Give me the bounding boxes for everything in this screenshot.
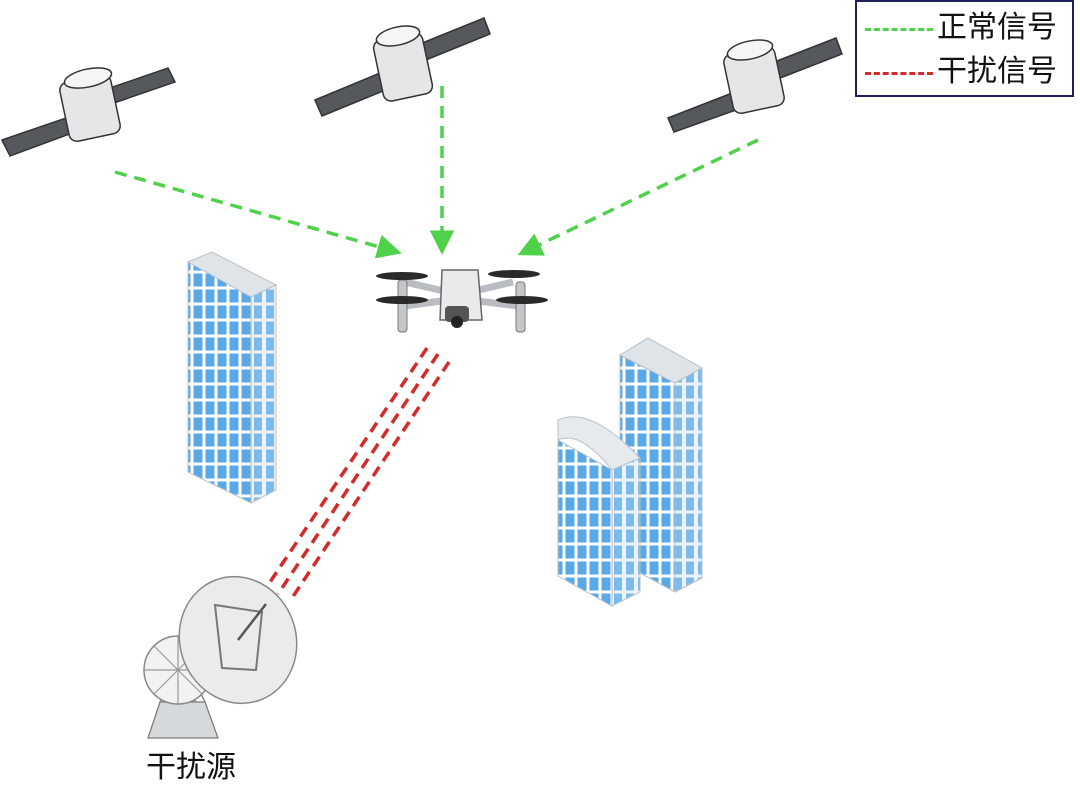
legend-label-normal: 正常信号 — [937, 10, 1057, 45]
jammer-dish — [143, 575, 298, 739]
legend-swatch-normal — [865, 28, 933, 31]
satellite-right — [667, 37, 843, 133]
legend-label-jamming: 干扰信号 — [937, 54, 1057, 89]
jamming-signal-lines — [264, 347, 451, 602]
building-right-tall — [618, 337, 704, 593]
building-left — [186, 251, 278, 504]
drone — [376, 269, 548, 333]
satellite-left — [0, 67, 177, 157]
legend: 正常信号 干扰信号 — [855, 0, 1074, 97]
normal-signal-right — [517, 138, 759, 256]
satellite-center — [314, 17, 491, 117]
legend-swatch-jamming — [865, 72, 933, 75]
normal-signal-arrows — [114, 86, 759, 259]
building-right-short — [557, 416, 641, 607]
normal-signal-left — [114, 170, 402, 259]
legend-item-normal: 正常信号 — [857, 6, 1072, 50]
legend-item-jamming: 干扰信号 — [857, 50, 1072, 94]
jammer-label: 干扰源 — [146, 750, 236, 785]
